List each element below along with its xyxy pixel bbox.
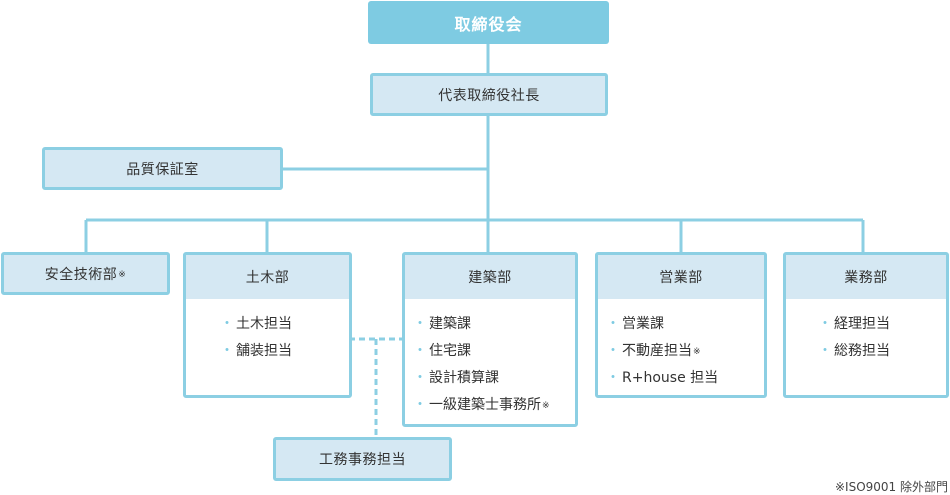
president-box: 代表取締役社長 [370, 73, 608, 116]
civil-department: 土木部 土木担当 舗装担当 [183, 252, 352, 398]
list-item: 建築課 [413, 311, 550, 338]
list-item: 営業課 [606, 311, 719, 338]
list-item: R+house 担当 [606, 365, 719, 392]
sales-department: 営業部 営業課 不動産担当※ R+house 担当 [595, 252, 767, 398]
architecture-department-title: 建築部 [405, 255, 575, 299]
business-department: 業務部 経理担当 総務担当 [783, 252, 949, 398]
list-item: 舗装担当 [220, 338, 293, 365]
business-department-title: 業務部 [786, 255, 946, 299]
architecture-department-items: 建築課 住宅課 設計積算課 一級建築士事務所※ [413, 311, 550, 419]
list-item: 総務担当 [818, 338, 891, 365]
construction-office-box: 工務事務担当 [273, 437, 452, 481]
iso-exclusion-mark: ※ [118, 269, 127, 280]
list-item: 経理担当 [818, 311, 891, 338]
safety-department-label: 安全技術部 [44, 266, 118, 283]
list-item: 一級建築士事務所※ [413, 392, 550, 419]
quality-assurance-box: 品質保証室 [42, 147, 283, 190]
footnote: ※ISO9001 除外部門 [834, 480, 948, 494]
list-item: 住宅課 [413, 338, 550, 365]
sales-department-items: 営業課 不動産担当※ R+house 担当 [606, 311, 719, 392]
list-item: 不動産担当※ [606, 338, 719, 365]
board-box: 取締役会 [368, 1, 609, 44]
list-item: 設計積算課 [413, 365, 550, 392]
business-department-items: 経理担当 総務担当 [818, 311, 891, 365]
sales-department-title: 営業部 [598, 255, 764, 299]
list-item: 土木担当 [220, 311, 293, 338]
civil-department-title: 土木部 [186, 255, 349, 299]
civil-department-items: 土木担当 舗装担当 [220, 311, 293, 365]
safety-department-box: 安全技術部※ [1, 252, 170, 295]
architecture-department: 建築部 建築課 住宅課 設計積算課 一級建築士事務所※ [402, 252, 578, 427]
